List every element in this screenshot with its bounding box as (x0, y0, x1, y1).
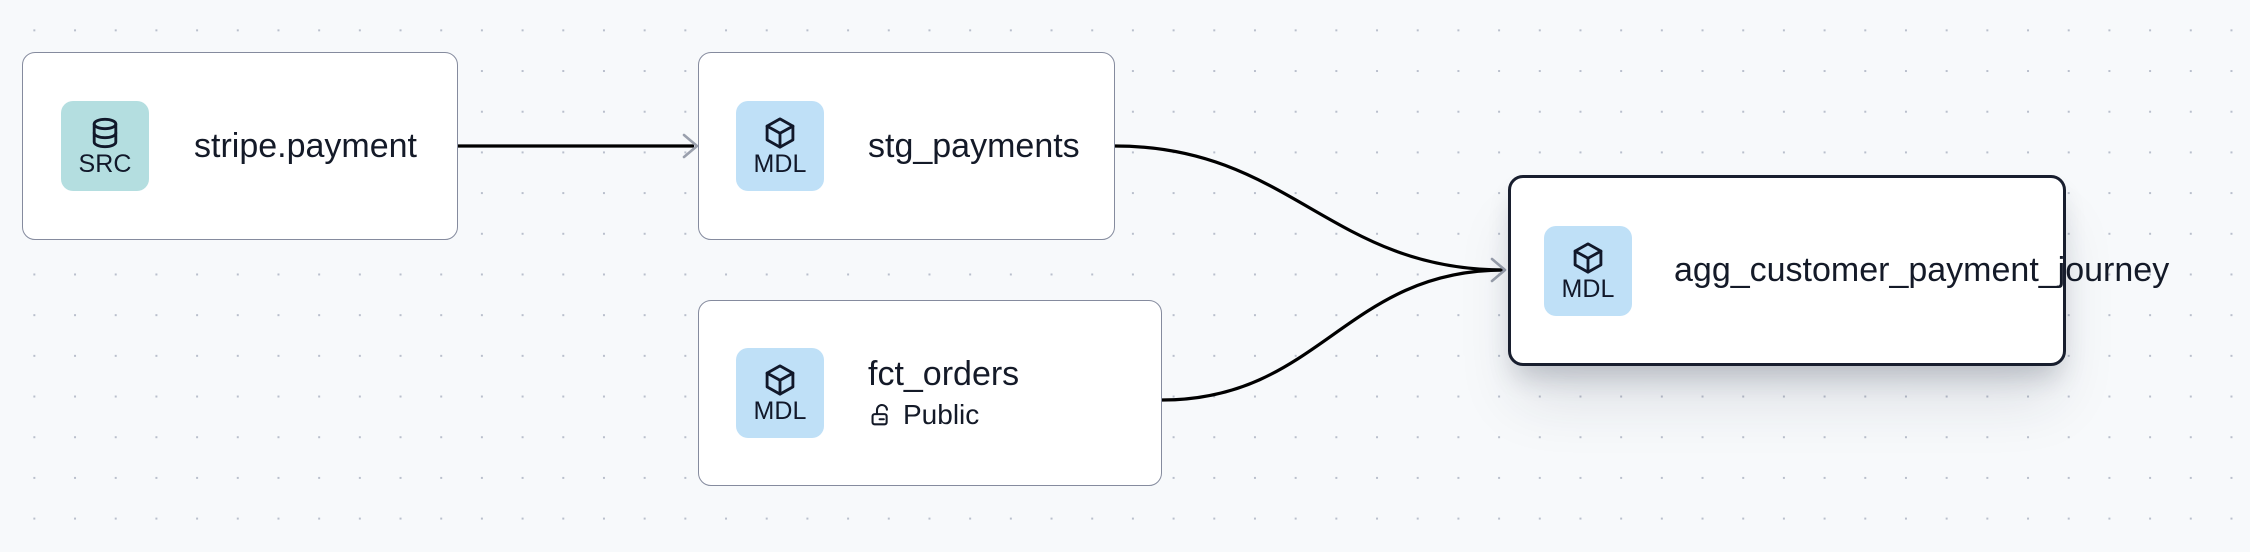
node-text-block: stripe.payment (194, 126, 417, 165)
node-type-badge-mdl: MDL (736, 348, 824, 438)
node-type-badge-label: MDL (1561, 274, 1615, 303)
node-type-badge-src: SRC (61, 101, 149, 191)
edge-fct-orders-to-agg-customer-payment-journey (1161, 268, 1505, 402)
node-text-block: fct_orders Public (868, 354, 1020, 431)
cube-icon (1570, 240, 1606, 276)
node-visibility-badge: Public (868, 399, 1019, 431)
node-fct-orders[interactable]: MDL fct_orders Public (698, 300, 1162, 486)
node-type-badge-label: MDL (753, 397, 807, 425)
node-title: stg_payments (868, 126, 1080, 165)
node-type-badge-label: SRC (78, 150, 132, 178)
node-title: fct_orders (868, 354, 1020, 393)
node-agg-customer-payment-journey[interactable]: MDL agg_customer_payment_journey (1508, 175, 2170, 366)
edge-stg-payments-to-agg-customer-payment-journey (1114, 144, 1505, 272)
cube-icon (762, 115, 798, 151)
node-title: agg_customer_payment_journey (1674, 251, 2170, 290)
node-title: stripe.payment (194, 126, 417, 165)
node-text-block: agg_customer_payment_journey (1674, 251, 2170, 290)
node-visibility-label: Public (903, 399, 980, 431)
node-stg-payments[interactable]: MDL stg_payments (698, 52, 1115, 240)
node-type-badge-mdl: MDL (736, 101, 824, 191)
node-type-badge-mdl: MDL (1544, 225, 1632, 316)
node-type-badge-label: MDL (753, 150, 807, 178)
edge-arrowhead-into-agg-customer-payment-journey (1490, 257, 1507, 283)
unlock-icon (868, 402, 894, 428)
cube-icon (762, 362, 798, 398)
database-icon (87, 115, 123, 151)
edge-stripe-payment-to-stg-payments (458, 133, 699, 159)
node-stripe-payment[interactable]: SRC stripe.payment (22, 52, 458, 240)
node-text-block: stg_payments (868, 126, 1080, 165)
